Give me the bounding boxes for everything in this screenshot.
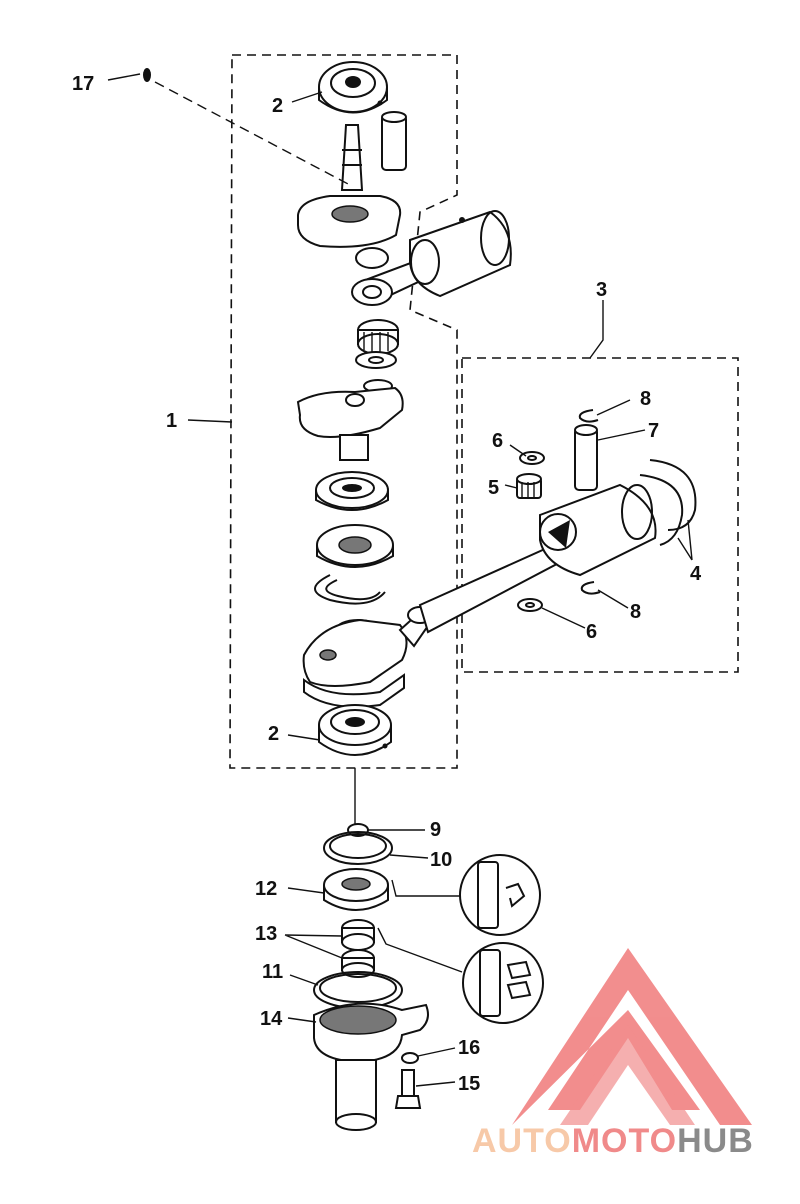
callout-9: 9: [430, 819, 441, 841]
callout-12: 12: [255, 878, 277, 900]
screw-15: [394, 1069, 422, 1109]
watermark-moto: MOTO: [572, 1122, 677, 1160]
callout-14: 14: [260, 1008, 283, 1030]
callout-7: 7: [648, 420, 659, 442]
center-main-bearing: [315, 471, 389, 511]
detail-circle-seals: [462, 942, 544, 1024]
leader-lines: [107, 73, 693, 1087]
callout-16: 16: [458, 1037, 480, 1059]
callout-15: 15: [458, 1073, 480, 1095]
washer-16: [401, 1052, 419, 1064]
callout-labels: 17 2 1 3 8 7 6 5 4 8 6 2 9 10 12 13 11 1…: [72, 73, 702, 1095]
group-box-3: [461, 357, 739, 673]
thrust-washers: [517, 451, 545, 612]
callout-2-lower: 2: [268, 723, 279, 745]
callout-5: 5: [488, 477, 499, 499]
upper-piston: [409, 210, 512, 298]
bearing-housing-14: [313, 1002, 429, 1131]
callout-2-upper: 2: [272, 95, 283, 117]
seals-13: [341, 919, 375, 978]
piston-rings: [639, 459, 697, 546]
callout-6-lower: 6: [586, 621, 597, 643]
upper-crankshaft: [297, 124, 402, 248]
upper-main-bearing: [318, 61, 388, 114]
crankpin-needle-bearing: [355, 319, 399, 393]
callout-6-upper: 6: [492, 430, 503, 452]
callout-8-lower: 8: [630, 601, 641, 623]
callout-10: 10: [430, 849, 452, 871]
lower-crankshaft: [302, 606, 434, 708]
callout-17: 17: [72, 73, 94, 95]
crankpin-roller: [381, 111, 407, 171]
detail-circle-bearing: [459, 854, 541, 936]
center-bearing-cage: [316, 524, 394, 568]
svg-text:AUTOMOTOHUB: AUTOMOTOHUB: [472, 1122, 754, 1160]
part-17-pin: [143, 68, 151, 82]
center-snap-ring: [314, 574, 386, 605]
callout-3: 3: [596, 279, 607, 301]
seal-ring-10: [323, 831, 393, 865]
bearing-12: [323, 868, 389, 911]
watermark-auto: AUTO: [472, 1122, 572, 1160]
lower-piston: [539, 483, 657, 577]
middle-crank-web: [296, 386, 404, 461]
watermark-hub: HUB: [677, 1122, 754, 1160]
callout-13: 13: [255, 923, 277, 945]
wrist-pin: [574, 424, 598, 491]
callout-1: 1: [166, 410, 177, 432]
callout-11: 11: [262, 961, 283, 983]
group-box-1: [229, 54, 458, 769]
watermark-logo: [512, 948, 752, 1125]
watermark-text: AUTOMOTOHUB: [472, 1122, 754, 1160]
callout-8-upper: 8: [640, 388, 651, 410]
pin-retainers: [578, 409, 601, 595]
callout-4: 4: [690, 563, 702, 585]
needle-bearing-small: [516, 473, 542, 499]
lower-main-bearing: [318, 704, 392, 756]
